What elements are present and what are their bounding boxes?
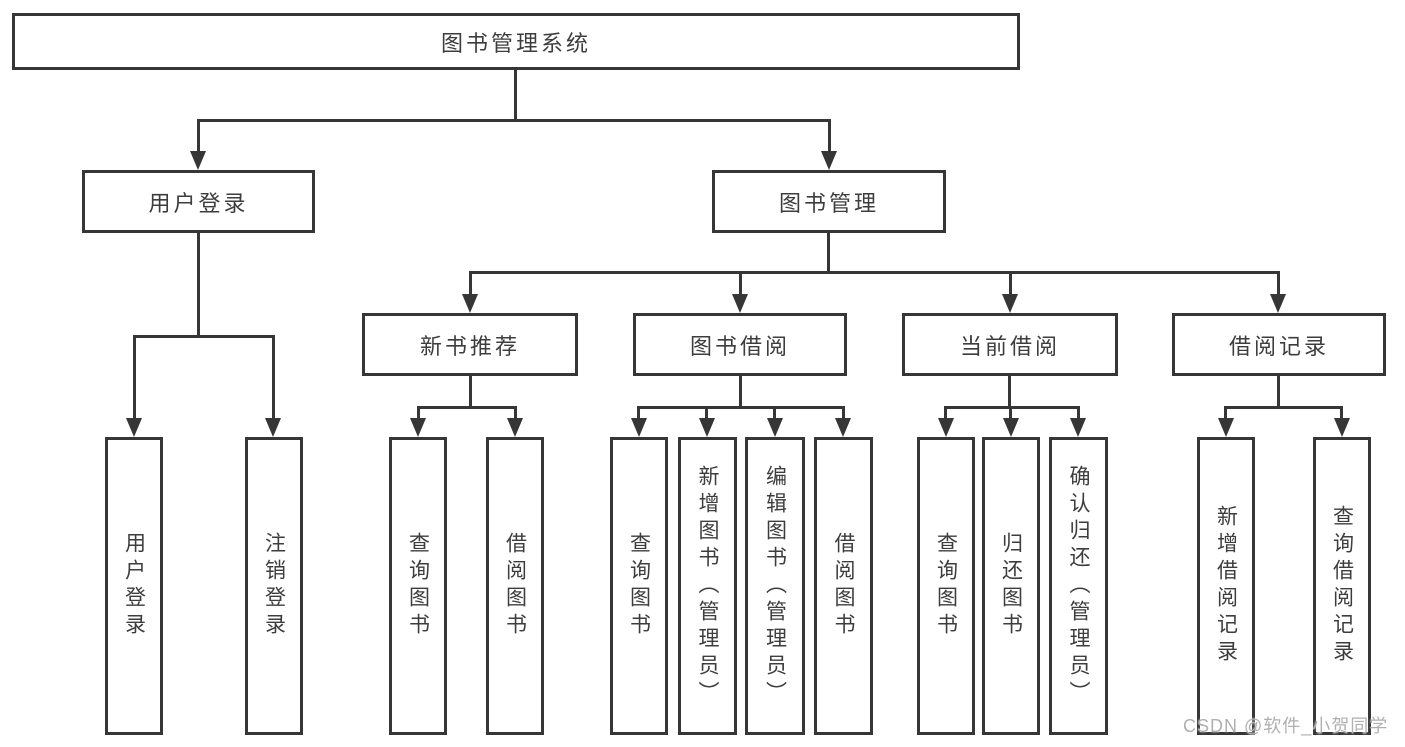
node-book-borrowing: 图书借阅	[633, 313, 847, 376]
node-label: 确认归还（管理员）	[1067, 464, 1091, 708]
node-label: 当前借阅	[959, 333, 1060, 359]
connector-line	[133, 335, 275, 338]
node-label: 查询图书	[406, 532, 430, 640]
connector-line	[197, 119, 831, 122]
node-label: 图书管理	[778, 190, 879, 216]
node-label: 借阅图书	[503, 532, 527, 640]
leaf-confirm-return-admin: 确认归还（管理员）	[1049, 437, 1108, 735]
node-label: 新书推荐	[419, 333, 520, 359]
connector-line	[827, 233, 830, 271]
node-library-management-system: 图书管理系统	[12, 13, 1020, 70]
arrowhead-icon	[190, 151, 206, 170]
leaf-add-book-admin: 新增图书（管理员）	[678, 437, 737, 735]
arrowhead-icon	[1003, 418, 1019, 437]
node-label: 查询图书	[934, 532, 958, 640]
arrowhead-icon	[1334, 418, 1350, 437]
connector-line	[469, 271, 472, 295]
leaf-borrow-books: 借阅图书	[814, 437, 873, 735]
connector-line	[133, 335, 136, 419]
arrowhead-icon	[462, 294, 478, 313]
connector-line	[773, 406, 776, 419]
leaf-query-books-recommend: 查询图书	[389, 437, 447, 735]
connector-line	[197, 119, 200, 152]
node-label: 归还图书	[999, 532, 1023, 640]
connector-line	[944, 406, 947, 419]
arrowhead-icon	[265, 418, 281, 437]
connector-line	[828, 119, 831, 152]
arrowhead-icon	[767, 418, 783, 437]
connector-line	[739, 271, 742, 295]
connector-line	[1077, 406, 1080, 419]
node-label: 图书管理系统	[440, 30, 591, 56]
connector-line	[637, 406, 845, 409]
arrowhead-icon	[631, 418, 647, 437]
arrowhead-icon	[1070, 418, 1086, 437]
node-label: 借阅图书	[832, 532, 856, 640]
node-book-management: 图书管理	[712, 170, 946, 233]
connector-line	[469, 376, 472, 406]
node-label: 图书借阅	[689, 333, 790, 359]
arrowhead-icon	[1218, 418, 1234, 437]
leaf-logout: 注销登录	[245, 437, 303, 735]
node-label: 注销登录	[262, 532, 286, 640]
arrowhead-icon	[507, 418, 523, 437]
connector-line	[514, 406, 517, 419]
node-new-book-recommendation: 新书推荐	[362, 313, 578, 376]
arrowhead-icon	[1270, 294, 1286, 313]
connector-line	[739, 376, 742, 406]
connector-line	[705, 406, 708, 419]
arrowhead-icon	[126, 418, 142, 437]
connector-line	[1340, 406, 1343, 419]
node-borrowing-records: 借阅记录	[1172, 313, 1386, 376]
node-label: 用户登录	[148, 190, 249, 216]
connector-line	[417, 406, 517, 409]
node-user-login: 用户登录	[82, 170, 315, 233]
connector-line	[197, 233, 200, 335]
leaf-edit-book-admin: 编辑图书（管理员）	[745, 437, 805, 735]
leaf-user-login: 用户登录	[105, 437, 163, 735]
node-label: 新增图书（管理员）	[696, 464, 720, 708]
connector-line	[1224, 406, 1343, 409]
connector-line	[1008, 376, 1011, 406]
connector-line	[469, 271, 1280, 274]
arrowhead-icon	[410, 418, 426, 437]
leaf-return-book: 归还图书	[982, 437, 1040, 735]
arrowhead-icon	[699, 418, 715, 437]
connector-line	[944, 406, 1080, 409]
connector-line	[637, 406, 640, 419]
arrowhead-icon	[732, 294, 748, 313]
arrowhead-icon	[1002, 294, 1018, 313]
node-current-borrowing: 当前借阅	[902, 313, 1118, 376]
node-label: 新增借阅记录	[1214, 505, 1238, 667]
node-label: 用户登录	[122, 532, 146, 640]
connector-line	[1277, 271, 1280, 295]
arrowhead-icon	[821, 151, 837, 170]
leaf-borrow-books-recommend: 借阅图书	[486, 437, 544, 735]
node-label: 查询借阅记录	[1330, 505, 1354, 667]
leaf-query-books-current: 查询图书	[917, 437, 975, 735]
connector-line	[1009, 406, 1012, 419]
leaf-add-borrow-record: 新增借阅记录	[1197, 437, 1255, 735]
arrowhead-icon	[938, 418, 954, 437]
connector-line	[417, 406, 420, 419]
connector-line	[1224, 406, 1227, 419]
connector-line	[272, 335, 275, 419]
leaf-query-borrow-record: 查询借阅记录	[1313, 437, 1371, 735]
connector-line	[1277, 376, 1280, 406]
connector-line	[514, 70, 517, 119]
leaf-query-books-borrow: 查询图书	[610, 437, 668, 735]
connector-line	[1009, 271, 1012, 295]
node-label: 查询图书	[627, 532, 651, 640]
node-label: 编辑图书（管理员）	[763, 464, 787, 708]
connector-line	[842, 406, 845, 419]
arrowhead-icon	[835, 418, 851, 437]
node-label: 借阅记录	[1228, 333, 1329, 359]
csdn-watermark: CSDN @软件_小贺同学	[1183, 716, 1389, 736]
